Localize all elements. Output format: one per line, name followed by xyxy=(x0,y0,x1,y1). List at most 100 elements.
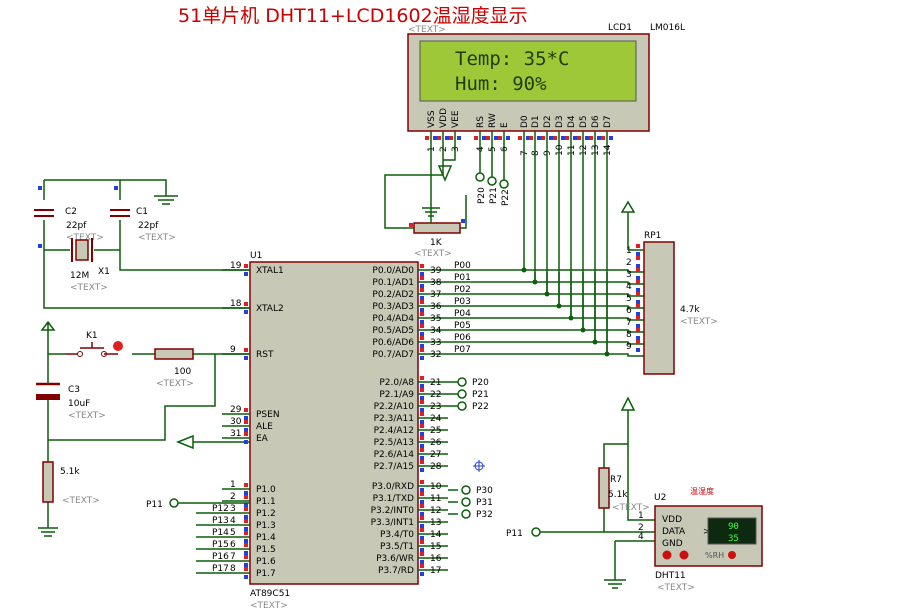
dht-pin4-num: 4 xyxy=(638,532,644,542)
mcu-pin-name: XTAL1 xyxy=(256,266,284,276)
dht-button-up[interactable] xyxy=(679,550,689,560)
mcu-pin-num: 38 xyxy=(430,278,442,288)
mcu-pin-name: P0.7/AD7 xyxy=(372,350,414,360)
p11-net-left: P11 xyxy=(146,498,250,510)
rp1-pin-num: 5 xyxy=(626,294,632,304)
dht11-sensor[interactable]: U2 温湿度 VDD DATA GND 1 2 4 > 90 35 %RH DH… xyxy=(638,486,763,593)
p0-net-label: P05 xyxy=(454,321,471,331)
lcd-component[interactable]: LCD1 LM016L <TEXT> Temp: 35*C Hum: 90% V… xyxy=(407,23,685,156)
mcu-pin-num: 15 xyxy=(430,542,441,552)
capacitor-c3[interactable]: C3 10uF <TEXT> xyxy=(36,372,106,421)
potentiometer[interactable]: 1K <TEXT> xyxy=(409,205,465,259)
lcd-pin-num: 2 xyxy=(439,146,449,152)
c2-value: 22pf xyxy=(66,221,87,231)
p0-net-label: P01 xyxy=(454,273,471,283)
rp1-text-tag: <TEXT> xyxy=(680,317,718,327)
mcu-pin-num: 6 xyxy=(230,540,236,550)
mcu-pin-num: 10 xyxy=(430,482,442,492)
p11-right-label: P11 xyxy=(506,529,523,539)
ground-symbol-osc xyxy=(154,195,178,205)
mcu-pin-name: P3.0/RXD xyxy=(372,482,414,492)
ea-arrow xyxy=(175,434,194,450)
lcd-pin-num: 10 xyxy=(555,144,565,156)
c1-ref: C1 xyxy=(136,207,148,217)
resistor-pull[interactable]: 5.1k <TEXT> xyxy=(42,461,100,506)
cursor-crosshair xyxy=(473,460,485,472)
mcu-pin-num: 28 xyxy=(430,462,442,472)
lcd-pin-label: RW xyxy=(488,113,498,128)
mcu-pin-num: 1 xyxy=(230,480,236,490)
rp1-pin-num: 9 xyxy=(626,342,632,352)
mcu-pin-num: 32 xyxy=(430,350,441,360)
rp1-ref: RP1 xyxy=(644,231,661,241)
svg-text:>: > xyxy=(703,527,711,537)
lcd-pin-num: 13 xyxy=(591,145,601,156)
dht-display xyxy=(707,517,757,545)
capacitor-c1[interactable]: C1 22pf <TEXT> xyxy=(110,186,176,243)
lcd-pin-num: 8 xyxy=(531,150,541,156)
mcu-pin-num: 30 xyxy=(230,417,242,427)
capacitor-c2[interactable]: C2 22pf <TEXT> xyxy=(34,186,104,248)
mcu-pin-num: 13 xyxy=(430,518,441,528)
crystal-x1[interactable]: 12M X1 <TEXT> xyxy=(70,238,110,293)
mcu-pin-name: RST xyxy=(256,350,274,360)
mcu-pin-num: 24 xyxy=(430,414,442,424)
mcu-pin-name: P1.2 xyxy=(256,509,276,519)
rp1-pin-num: 3 xyxy=(626,270,632,280)
mcu-pin-name: P2.4/A12 xyxy=(374,426,414,436)
mcu-pin-num: 19 xyxy=(230,261,242,271)
dht-wires xyxy=(540,410,655,580)
mcu-pin-num: 26 xyxy=(430,438,442,448)
mcu-pin-num: 16 xyxy=(430,554,442,564)
mcu-pin-name: P3.2/INT0 xyxy=(371,506,415,516)
dht-temperature: 35 xyxy=(728,534,739,544)
resistor-rst[interactable]: 100 <TEXT> xyxy=(154,348,194,389)
lcd-pin-label: VSS xyxy=(427,110,437,128)
mcu-pin-num: 33 xyxy=(430,338,441,348)
resistor-r7[interactable]: R7 5.1k <TEXT> xyxy=(598,467,650,513)
mcu-pin-num: 22 xyxy=(430,390,441,400)
mcu-pin-num: 34 xyxy=(430,326,442,336)
p1-stub-label: P17 xyxy=(212,564,229,574)
mcu-pin-name: P0.1/AD1 xyxy=(372,278,414,288)
mcu-pin-num: 29 xyxy=(230,405,242,415)
r-rst-text-tag: <TEXT> xyxy=(156,379,194,389)
lcd-pin-num: 3 xyxy=(451,146,461,152)
r7-value: 5.1k xyxy=(608,490,628,500)
mcu-right-pins: 39P0.0/AD038P0.1/AD137P0.2/AD236P0.3/AD3… xyxy=(371,264,448,576)
mcu-model: AT89C51 xyxy=(250,589,290,599)
dht-button-down[interactable] xyxy=(662,550,672,560)
x1-text-tag: <TEXT> xyxy=(70,283,108,293)
mcu-pin-name: P1.4 xyxy=(256,533,276,543)
mcu-pin-name: P3.1/TXD xyxy=(373,494,414,504)
rp1-pin-num: 8 xyxy=(626,330,632,340)
dht-unit-rh: %RH xyxy=(705,551,724,560)
mcu-pin-name: P2.6/A14 xyxy=(374,450,415,460)
lcd-pin-label: E xyxy=(500,122,510,128)
p0-net-label: P07 xyxy=(454,345,471,355)
mcu-pin-name: P1.6 xyxy=(256,557,276,567)
lcd-line-2: Hum: 90% xyxy=(455,73,547,95)
mcu-pin-name: P3.6/WR xyxy=(376,554,414,564)
mcu-pin-name: P2.5/A13 xyxy=(374,438,414,448)
lcd-rs-net: P20 xyxy=(477,187,487,204)
mcu-pin-name: P2.0/A8 xyxy=(379,378,414,388)
lcd-rw-net: P21 xyxy=(489,187,499,204)
lcd-pin-label: D3 xyxy=(555,115,565,128)
dht-pin2-num: 2 xyxy=(638,523,644,533)
lcd-pin-label: D5 xyxy=(579,115,589,128)
rp1-value: 4.7k xyxy=(680,305,700,315)
lcd-pin-label: D4 xyxy=(567,115,577,128)
mcu-pin-name: ALE xyxy=(256,422,273,432)
lcd-pin-label: D7 xyxy=(603,115,613,128)
mcu-pin-num: 2 xyxy=(230,492,236,502)
lcd-e-net: P22 xyxy=(501,189,511,206)
power-arrow-reset xyxy=(40,320,56,340)
lcd-pin-num: 9 xyxy=(543,150,553,156)
mcu-pin-num: 39 xyxy=(430,266,442,276)
button-k1[interactable]: K1 xyxy=(66,331,123,357)
